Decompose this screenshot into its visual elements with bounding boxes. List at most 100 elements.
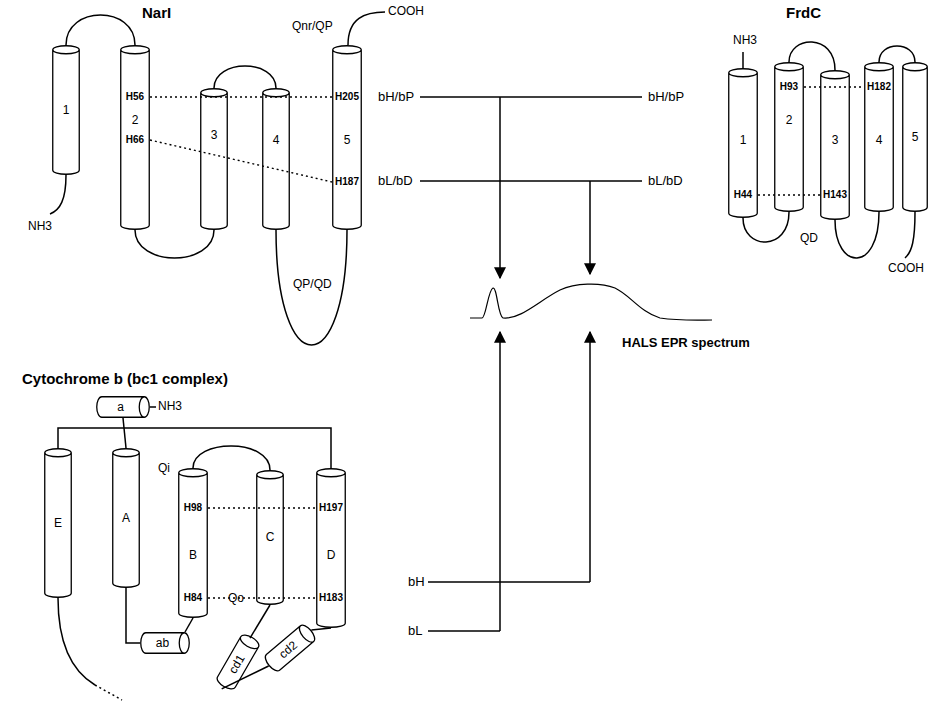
loop-connector bbox=[879, 46, 915, 62]
helix-cylinder: 3 bbox=[200, 88, 228, 230]
residue-label: H84 bbox=[184, 593, 202, 603]
helix-cylinder: 3H143 bbox=[820, 70, 850, 220]
heme-ligand-line bbox=[150, 96, 332, 97]
loop-connector bbox=[250, 605, 270, 638]
loop-connector bbox=[789, 42, 835, 70]
panel-title: Cytochrome b (bc1 complex) bbox=[22, 370, 228, 387]
residue-label: H182 bbox=[867, 82, 891, 92]
loop-connector bbox=[185, 618, 193, 632]
cylinder-outline-path bbox=[317, 469, 346, 628]
cylinder-outline-path bbox=[263, 623, 318, 674]
helix-cylinder: H197DH183 bbox=[316, 468, 346, 628]
residue-label: H183 bbox=[319, 593, 343, 603]
helix-number: B bbox=[189, 549, 197, 561]
cylinder-outline-path bbox=[821, 71, 850, 220]
helix-cylinder: 1H44 bbox=[728, 68, 758, 218]
loop-connector bbox=[135, 230, 214, 258]
helix-number: A bbox=[122, 512, 130, 524]
label: HALS EPR spectrum bbox=[622, 336, 750, 351]
epr-spectrum bbox=[470, 284, 712, 320]
helix-cylinder: E bbox=[44, 448, 72, 598]
label: QP/QD bbox=[293, 278, 332, 292]
loop-connector bbox=[66, 15, 135, 45]
helix-number: 2 bbox=[132, 114, 139, 126]
terminus-line bbox=[150, 406, 156, 408]
helix-number: 5 bbox=[344, 134, 351, 146]
cylinder-outline-path bbox=[865, 63, 894, 212]
residue-label: H197 bbox=[319, 503, 343, 513]
helix-number: a bbox=[117, 401, 124, 413]
helix-number: 5 bbox=[912, 131, 919, 143]
loop-connector bbox=[126, 588, 140, 643]
residue-label: H187 bbox=[335, 177, 359, 187]
label: Qi bbox=[158, 462, 170, 476]
helix-cylinder: H205 5H187 bbox=[332, 45, 362, 230]
heme-ligand-line bbox=[208, 507, 316, 508]
helix-cylinder: cd2 bbox=[261, 622, 318, 675]
cylinder-outline-path bbox=[201, 89, 228, 230]
cylinder-outline-path bbox=[333, 46, 362, 230]
heme-ligand-line bbox=[804, 86, 864, 87]
cylinder-outline-path bbox=[141, 633, 190, 654]
helix-cylinder: 1 bbox=[52, 45, 80, 175]
helix-cylinder: A bbox=[112, 448, 140, 588]
heme-ligand-line bbox=[150, 140, 332, 182]
helix-number: 1 bbox=[63, 104, 70, 116]
residue-label: H205 bbox=[335, 92, 359, 102]
terminus-line bbox=[905, 212, 915, 258]
arrow bbox=[499, 332, 501, 631]
loop-connector bbox=[276, 230, 347, 345]
cylinder-outline-path bbox=[179, 469, 208, 618]
cylinder-outline-path bbox=[263, 89, 290, 230]
helix-number: 3 bbox=[832, 134, 839, 146]
cylinder-outline-path bbox=[121, 46, 150, 230]
residue-label: H93 bbox=[780, 82, 798, 92]
helix-cylinder: cd1 bbox=[214, 631, 262, 692]
cylinder-outline-path bbox=[97, 397, 150, 418]
heme-ligand-line bbox=[208, 597, 316, 598]
terminus-line bbox=[348, 12, 385, 45]
helix-cylinder: H182 4 bbox=[864, 62, 894, 212]
helix-number: 2 bbox=[786, 114, 793, 126]
loop-connector bbox=[214, 66, 276, 88]
label: bH/bP bbox=[648, 90, 684, 105]
helix-number: 4 bbox=[273, 134, 280, 146]
helix-number: 3 bbox=[211, 129, 218, 141]
cylinder-outline bbox=[316, 468, 346, 628]
cylinder-outline bbox=[262, 88, 290, 230]
cylinder-outline-path bbox=[53, 46, 80, 175]
helix-cylinder: 5 bbox=[902, 62, 928, 212]
residue-label: H143 bbox=[823, 190, 847, 200]
cylinder-outline-path bbox=[215, 632, 261, 691]
label: bL/bD bbox=[378, 174, 413, 189]
label: Qo bbox=[228, 592, 244, 606]
panel-title: FrdC bbox=[786, 4, 821, 21]
cylinder-outline-path bbox=[729, 69, 758, 218]
label: COOH bbox=[888, 262, 924, 276]
label: NH3 bbox=[733, 34, 757, 48]
label: Qnr/QP bbox=[292, 20, 333, 34]
terminus-line bbox=[50, 175, 66, 214]
heme-line bbox=[428, 581, 590, 583]
residue-label: H98 bbox=[184, 503, 202, 513]
helix-cylinder: H562H66 bbox=[120, 45, 150, 230]
panel-title: NarI bbox=[142, 4, 171, 21]
tail-line bbox=[58, 598, 95, 685]
helix-number: 4 bbox=[876, 134, 883, 146]
helix-cylinder: H98B H84 bbox=[178, 468, 208, 618]
helix-number: ab bbox=[156, 637, 169, 649]
cylinder-outline-path bbox=[775, 63, 804, 212]
helix-number: 1 bbox=[740, 134, 747, 146]
helix-cylinder: a bbox=[96, 396, 150, 418]
cylinder-outline-path bbox=[257, 471, 284, 605]
helix-cylinder: C bbox=[256, 470, 284, 605]
label: bL/bD bbox=[648, 174, 683, 189]
heme-ligand-line bbox=[758, 194, 820, 195]
residue-label: H56 bbox=[126, 92, 144, 102]
terminus-line bbox=[742, 52, 744, 68]
loop-connector bbox=[193, 446, 270, 470]
arrow bbox=[589, 181, 591, 274]
label: QD bbox=[800, 232, 818, 246]
